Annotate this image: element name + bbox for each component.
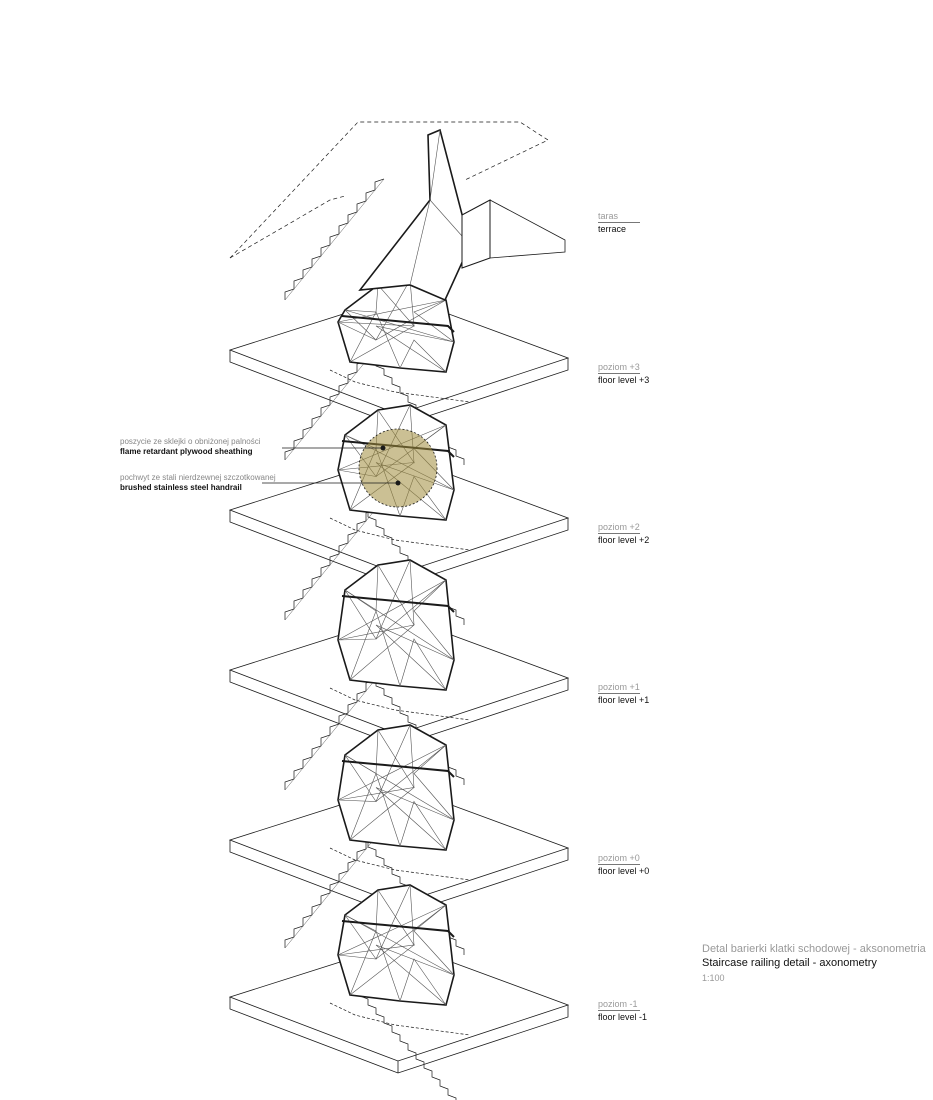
- drawing-caption: Detal barierki klatki schodowej - aksono…: [702, 942, 926, 985]
- level-label-en: floor level +0: [598, 864, 650, 876]
- railing-facet: [375, 325, 455, 373]
- stair-stringer: [284, 178, 385, 301]
- railing-facet: [344, 914, 455, 976]
- railing-facet: [337, 754, 377, 802]
- top-railing-facet: [409, 199, 431, 286]
- terrace-dashed-outline: [229, 195, 346, 259]
- terrace-slab-edge: [489, 199, 566, 259]
- callout-pl: pochwyt ze stali nierdzewnej szczotkowan…: [120, 473, 276, 482]
- caption-pl: Detal barierki klatki schodowej - aksono…: [702, 943, 926, 955]
- railing-facet: [399, 339, 447, 373]
- railing-facet: [344, 589, 455, 661]
- level-label-en: floor level -1: [598, 1010, 648, 1022]
- railing-facet: [337, 944, 416, 996]
- railing-facet: [375, 624, 455, 691]
- stair-steps-left: [284, 178, 385, 300]
- stair-stringer: [284, 498, 385, 621]
- level-label-plus3: poziom +3 floor level +3: [598, 362, 650, 386]
- railing-facet: [337, 904, 447, 956]
- stair-steps-left: [284, 826, 385, 948]
- level-label-en: floor level +2: [598, 533, 650, 545]
- level-label-en: floor level +3: [598, 373, 650, 385]
- railing-facet: [344, 754, 455, 821]
- level-label-en: floor level +1: [598, 693, 650, 705]
- level-label-minus1: poziom -1 floor level -1: [598, 999, 648, 1023]
- callout-en: brushed stainless steel handrail: [120, 483, 242, 492]
- level-label-en: terrace: [598, 222, 640, 235]
- railing-facet: [337, 309, 377, 341]
- stair-steps-left: [284, 668, 385, 790]
- level-label-pl: poziom -1: [598, 999, 638, 1009]
- handrail-bar: [341, 920, 455, 938]
- caption-scale: 1:100: [702, 973, 725, 983]
- stair-steps-right: [359, 995, 457, 1100]
- railing-facet: [413, 904, 455, 976]
- railing-facet: [413, 299, 455, 343]
- railing-facet: [413, 579, 455, 661]
- railing-facet: [413, 744, 455, 821]
- stair-steps-left: [284, 498, 385, 620]
- railing-facet: [375, 787, 455, 851]
- callout-pl: poszycie ze sklejki o obniżonej palności: [120, 437, 261, 446]
- railing-facet: [399, 958, 447, 1006]
- railing-shell: [329, 279, 471, 1036]
- railing-facet: [344, 309, 455, 343]
- handrail-bar: [341, 595, 455, 613]
- railing-facet: [349, 311, 401, 369]
- stair-stringer: [284, 826, 385, 949]
- level-label-plus0: poziom +0 floor level +0: [598, 853, 650, 877]
- railing-facet: [337, 787, 416, 841]
- detail-circle: [358, 428, 438, 508]
- railing-facet: [375, 944, 455, 1006]
- callout-steel-handrail: pochwyt ze stali nierdzewnej szczotkowan…: [120, 473, 280, 493]
- stair-stringer: [284, 668, 385, 791]
- callout-plywood-sheathing: poszycie ze sklejki o obniżonej palności…: [120, 437, 280, 457]
- caption-en: Staircase railing detail - axonometry: [702, 957, 877, 969]
- handrail-bar: [341, 760, 455, 778]
- railing-shell-outline: [337, 724, 455, 851]
- callout-en: flame retardant plywood sheathing: [120, 447, 253, 456]
- callout-leader-dot: [380, 445, 386, 451]
- railing-facet: [337, 321, 416, 363]
- level-label-pl: poziom +3: [598, 362, 640, 372]
- level-label-plus2: poziom +2 floor level +2: [598, 522, 650, 546]
- railing-facet: [349, 930, 401, 1002]
- callout-leader-dot: [395, 480, 401, 486]
- detail-highlight: [262, 428, 438, 508]
- terrace-dashed-outline: [229, 121, 549, 259]
- level-label-plus1: poziom +1 floor level +1: [598, 682, 650, 706]
- railing-facet: [349, 610, 401, 687]
- railing-facet: [399, 638, 447, 691]
- handrail-bar: [341, 315, 455, 333]
- railing-facet: [337, 579, 447, 641]
- level-label-pl: poziom +0: [598, 853, 640, 863]
- top-railing-facet: [429, 129, 441, 201]
- terrace-outline: [229, 121, 566, 302]
- railing-facet: [399, 800, 447, 851]
- level-label-terrace: taras terrace: [598, 211, 640, 235]
- railing-facet: [337, 299, 447, 323]
- top-railing-panel: [358, 128, 471, 302]
- railing-shell-outline: [337, 884, 455, 1006]
- terrace-parapet: [461, 199, 491, 269]
- railing-shell-outline: [337, 559, 455, 691]
- railing-facet: [337, 744, 447, 801]
- level-label-pl: poziom +2: [598, 522, 640, 532]
- railing-facet: [337, 624, 416, 681]
- railing-facet: [337, 589, 377, 641]
- level-label-pl: poziom +1: [598, 682, 640, 692]
- level-label-pl: taras: [598, 211, 619, 221]
- railing-facet: [337, 914, 377, 960]
